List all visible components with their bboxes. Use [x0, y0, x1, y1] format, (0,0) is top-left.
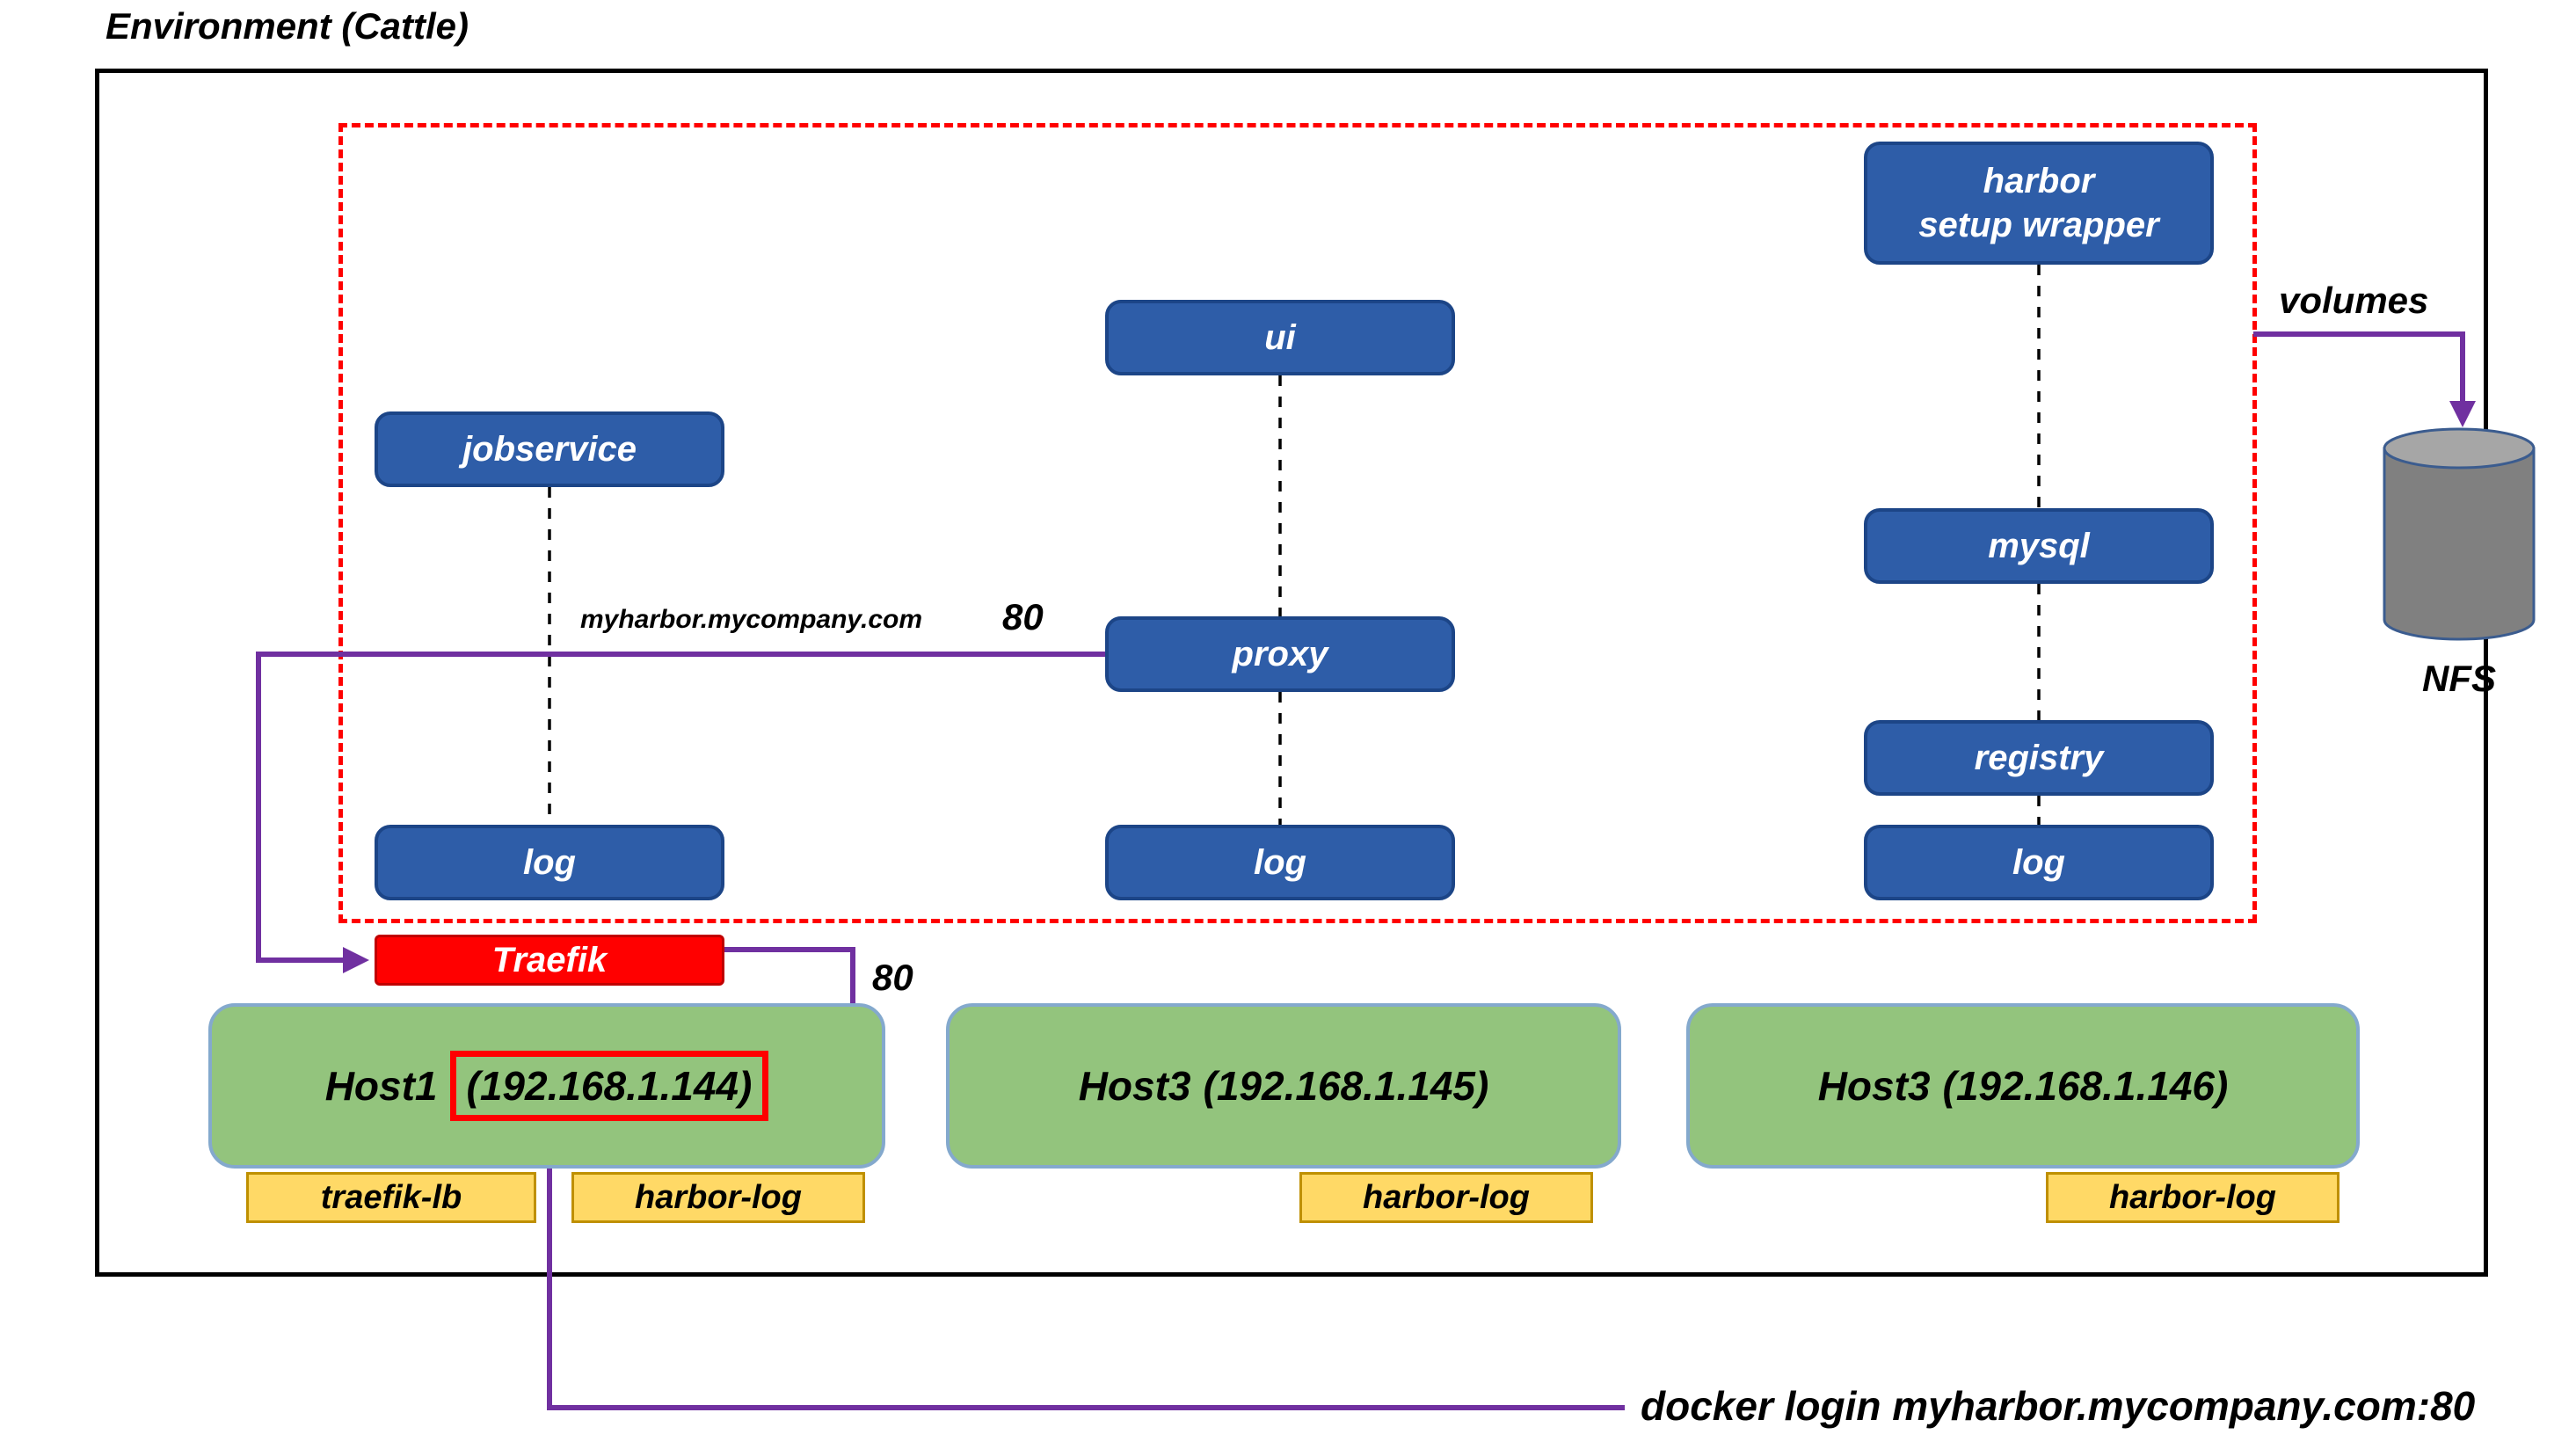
- host-name: Host3: [1817, 1063, 1931, 1109]
- service-node-log-right: log: [1864, 825, 2214, 900]
- service-node-mysql: mysql: [1864, 508, 2214, 584]
- harbor-stack-boundary: [338, 123, 2257, 923]
- service-label: mysql: [1988, 526, 2090, 565]
- service-node-harbor-setup-wrapper: harbor setup wrapper: [1864, 142, 2214, 265]
- docker-login-label: docker login myharbor.mycompany.com:80: [1641, 1383, 2476, 1429]
- host-name: Host3: [1078, 1063, 1191, 1109]
- traefik-node: Traefik: [375, 935, 724, 986]
- nfs-label: NFS: [2422, 658, 2496, 699]
- badge-harbor-log-1: harbor-log: [571, 1172, 865, 1223]
- myharbor-domain-label: myharbor.mycompany.com: [580, 605, 923, 634]
- service-node-ui: ui: [1105, 300, 1455, 375]
- service-label: ui: [1264, 317, 1296, 357]
- host-node-2: Host3 (192.168.1.145): [946, 1003, 1621, 1169]
- service-label: registry: [1974, 738, 2104, 777]
- badge-traefik-lb: traefik-lb: [246, 1172, 536, 1223]
- volumes-label: volumes: [2279, 280, 2429, 321]
- badge-label: harbor-log: [2109, 1178, 2276, 1216]
- badge-label: traefik-lb: [320, 1178, 462, 1216]
- host-ip: (192.168.1.146): [1942, 1063, 2229, 1109]
- host-node-1: Host1 (192.168.1.144): [208, 1003, 885, 1169]
- service-label: log: [2012, 842, 2065, 882]
- service-node-registry: registry: [1864, 720, 2214, 796]
- service-node-jobservice: jobservice: [375, 411, 724, 487]
- service-label: harbor setup wrapper: [1918, 162, 2159, 244]
- badge-label: harbor-log: [1363, 1178, 1530, 1216]
- service-label: proxy: [1232, 634, 1328, 674]
- service-label: log: [523, 842, 576, 882]
- service-node-log-center: log: [1105, 825, 1455, 900]
- host-node-3: Host3 (192.168.1.146): [1686, 1003, 2360, 1169]
- badge-label: harbor-log: [635, 1178, 802, 1216]
- host-ip-highlighted: (192.168.1.144): [449, 1051, 769, 1121]
- service-label: log: [1254, 842, 1306, 882]
- service-node-log-left: log: [375, 825, 724, 900]
- service-label: jobservice: [462, 429, 637, 469]
- traefik-label: Traefik: [491, 940, 608, 979]
- host-name: Host1: [324, 1063, 438, 1109]
- badge-harbor-log-2: harbor-log: [1299, 1172, 1593, 1223]
- proxy-port-label: 80: [1002, 596, 1044, 637]
- traefik-port-label: 80: [872, 957, 913, 998]
- badge-harbor-log-3: harbor-log: [2046, 1172, 2340, 1223]
- service-node-proxy: proxy: [1105, 616, 1455, 692]
- host-ip: (192.168.1.145): [1203, 1063, 1489, 1109]
- environment-title: Environment (Cattle): [106, 5, 469, 47]
